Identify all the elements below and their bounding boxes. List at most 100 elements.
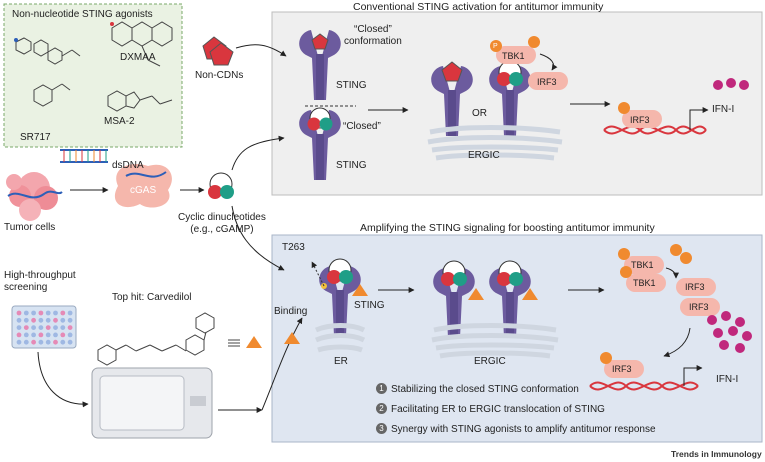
point-2-number: 2 (376, 403, 387, 414)
plate-well (23, 332, 29, 338)
plate-well (53, 325, 58, 330)
plate-well (38, 332, 44, 338)
cgas-label: cGAS (130, 185, 157, 196)
point-1-text: Stabilizing the closed STING conformatio… (391, 384, 579, 395)
ifn-top (713, 78, 749, 90)
plate-well (45, 332, 51, 338)
compound-sr717: SR717 (20, 132, 51, 143)
sting-active-complex (431, 36, 568, 136)
plate-well (45, 325, 51, 330)
sting-closed-cdn (299, 107, 341, 180)
plate-well (53, 339, 58, 345)
plate-well (60, 310, 66, 316)
ifn-label-bottom: IFN-I (716, 374, 739, 385)
plate-well (38, 317, 44, 323)
closed-conformation-label: “Closed” conformation (344, 24, 402, 47)
tbk1-label-top: TBK1 (502, 51, 525, 61)
plate-well (60, 325, 66, 330)
ergic-membranes-top (427, 125, 563, 161)
dsdna-label: dsDNA (112, 160, 144, 171)
plate-well (16, 339, 22, 345)
plate-well (16, 332, 22, 338)
plate-well (31, 339, 36, 345)
plate-well (53, 332, 58, 338)
ifn-label-top: IFN-I (712, 104, 735, 115)
plate-well (38, 310, 44, 316)
cdn-label: Cyclic dinucleotides (e.g., cGAMP) (178, 212, 266, 235)
tumor-cells (6, 172, 63, 221)
irf3-label-top-a: IRF3 (537, 77, 557, 87)
ergic-label-bottom: ERGIC (474, 356, 506, 367)
ifn-bottom (707, 311, 752, 353)
top-hit-label: Top hit: Carvedilol (112, 292, 192, 303)
closed-label: “Closed” (343, 121, 381, 132)
point-3: 3 Synergy with STING agonists to amplify … (376, 423, 656, 436)
screening-plate (11, 305, 77, 349)
irf3-label-a: IRF3 (685, 282, 705, 292)
plate-well (45, 310, 51, 316)
plate-well (60, 317, 66, 323)
agonist-box-title: Non-nucleotide STING agonists (12, 9, 153, 20)
point-1-number: 1 (376, 383, 387, 394)
ergic-membranes-bottom (431, 323, 559, 359)
plate-well (45, 339, 51, 345)
non-cdns-label: Non-CDNs (195, 70, 244, 81)
point-1: 1 Stabilizing the closed STING conformati… (376, 383, 579, 396)
cgamp-ligand (208, 172, 234, 199)
plate-well (67, 332, 73, 338)
plate-well (67, 325, 73, 330)
ergic-label-top: ERGIC (468, 150, 500, 161)
plate-well (31, 310, 36, 316)
plate-well (60, 339, 66, 345)
sting-label-bottom-panel: STING (354, 300, 385, 311)
plate-well (23, 325, 29, 330)
plate-well (38, 325, 44, 330)
binding-label: Binding (274, 306, 308, 317)
conventional-title: Conventional STING activation for antitu… (353, 1, 604, 13)
dsdna-ladder (60, 149, 108, 163)
er-label: ER (334, 356, 348, 367)
irf3-label-c: IRF3 (612, 364, 632, 374)
plate-well (31, 317, 36, 323)
plate-well (67, 339, 73, 345)
agonist-structures (15, 21, 173, 112)
compound-dxmaa: DXMAA (120, 52, 156, 63)
sting-closed-noncdn (299, 30, 341, 100)
t263-label: T263 (282, 242, 305, 253)
plate-well (60, 332, 66, 338)
sting-amplified-complex (433, 260, 538, 338)
plate-well (53, 310, 58, 316)
point-3-number: 3 (376, 423, 387, 434)
point-2-text: Facilitating ER to ERGIC translocation o… (391, 404, 605, 415)
plate-well (53, 317, 58, 323)
plate-well (45, 317, 51, 323)
screening-instrument (91, 367, 213, 439)
point-2: 2 Facilitating ER to ERGIC translocation … (376, 403, 605, 416)
tumor-cells-label: Tumor cells (4, 222, 56, 233)
plate-well (16, 325, 22, 330)
sting-label-bottom: STING (336, 160, 367, 171)
plate-well (67, 310, 73, 316)
tbk1-label-b: TBK1 (633, 278, 656, 288)
irf3-label-top-b: IRF3 (630, 115, 650, 125)
journal-brand: Trends in Immunology (671, 449, 762, 459)
plate-well (16, 310, 22, 316)
hts-label: High-throughput screening (4, 270, 76, 293)
plate-well (31, 332, 36, 338)
sting-label-top: STING (336, 80, 367, 91)
phospho-badge: P (493, 43, 498, 50)
plate-well (16, 317, 22, 323)
er-membrane (315, 323, 366, 353)
amplifying-title: Amplifying the STING signaling for boost… (360, 222, 655, 234)
tbk1-label-a: TBK1 (631, 260, 654, 270)
plate-well (31, 325, 36, 330)
plate-well (67, 317, 73, 323)
compound-msa2: MSA-2 (104, 116, 135, 127)
irf3-label-b: IRF3 (689, 302, 709, 312)
plate-well (23, 339, 29, 345)
or-label: OR (472, 108, 487, 119)
point-3-text: Synergy with STING agonists to amplify a… (391, 424, 656, 435)
sting-carvedilol-bound (319, 258, 368, 336)
